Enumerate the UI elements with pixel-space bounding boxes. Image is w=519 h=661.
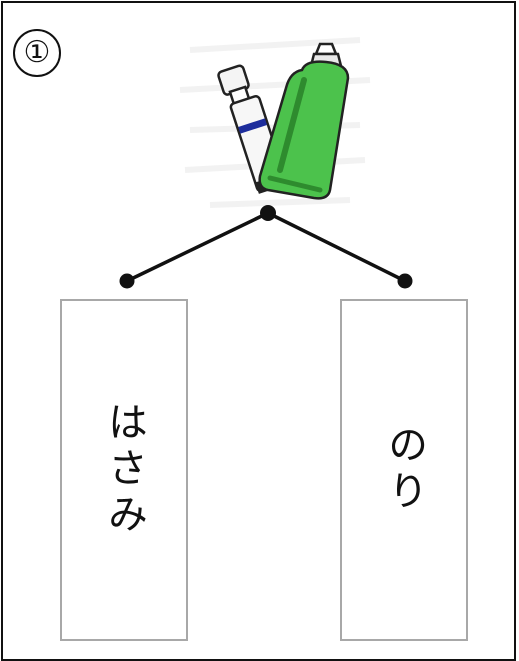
answer-box-glue[interactable]: のり [340, 299, 468, 641]
question-number-label: ① [23, 35, 51, 70]
question-number: ① [13, 29, 61, 77]
answer-word: はさみ [101, 401, 147, 539]
glue-bottle-icon [258, 42, 350, 200]
answer-box-scissors[interactable]: はさみ [60, 299, 188, 641]
answer-word: のり [381, 424, 427, 516]
glue-illustration [179, 37, 371, 208]
